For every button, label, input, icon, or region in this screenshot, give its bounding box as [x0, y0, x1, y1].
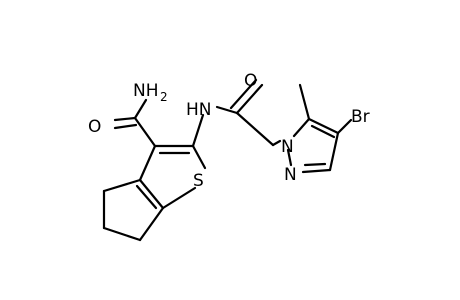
bond [286, 148, 293, 167]
bond [138, 206, 165, 242]
bromine-label: Br [351, 107, 370, 127]
bond [102, 226, 142, 242]
bond [235, 83, 264, 115]
amide-nitrogen-label: NH [133, 81, 159, 101]
bond [113, 123, 138, 130]
bond [229, 78, 258, 110]
bond [138, 144, 157, 182]
bond [135, 184, 158, 210]
nh-label: HN [186, 100, 212, 120]
bond [215, 105, 239, 115]
carbonyl-oxygen-label: O [244, 71, 257, 91]
bond [328, 131, 340, 172]
bond [235, 111, 275, 147]
bond [133, 98, 148, 120]
amide-hydrogen-count: 2 [160, 90, 168, 104]
bond [133, 116, 157, 148]
bond [138, 178, 165, 210]
bond [301, 168, 332, 174]
bond [298, 83, 311, 121]
bond [161, 186, 197, 210]
bond [292, 117, 311, 138]
atom-labels: NH 2 O HN O S Br N N [88, 71, 370, 191]
bond [303, 162, 327, 167]
amide-oxygen-label: O [88, 117, 101, 137]
bonds [102, 78, 353, 242]
bond [191, 113, 205, 148]
bond [310, 124, 336, 139]
bond [307, 117, 340, 135]
bond [102, 178, 142, 193]
bond [336, 118, 353, 135]
bond [113, 116, 137, 122]
bond [271, 139, 282, 147]
pyrazole-n2-label: N [284, 165, 297, 185]
bond [191, 144, 207, 170]
pyrazole-n1-label: N [281, 137, 294, 157]
sulfur-label: S [193, 171, 204, 191]
